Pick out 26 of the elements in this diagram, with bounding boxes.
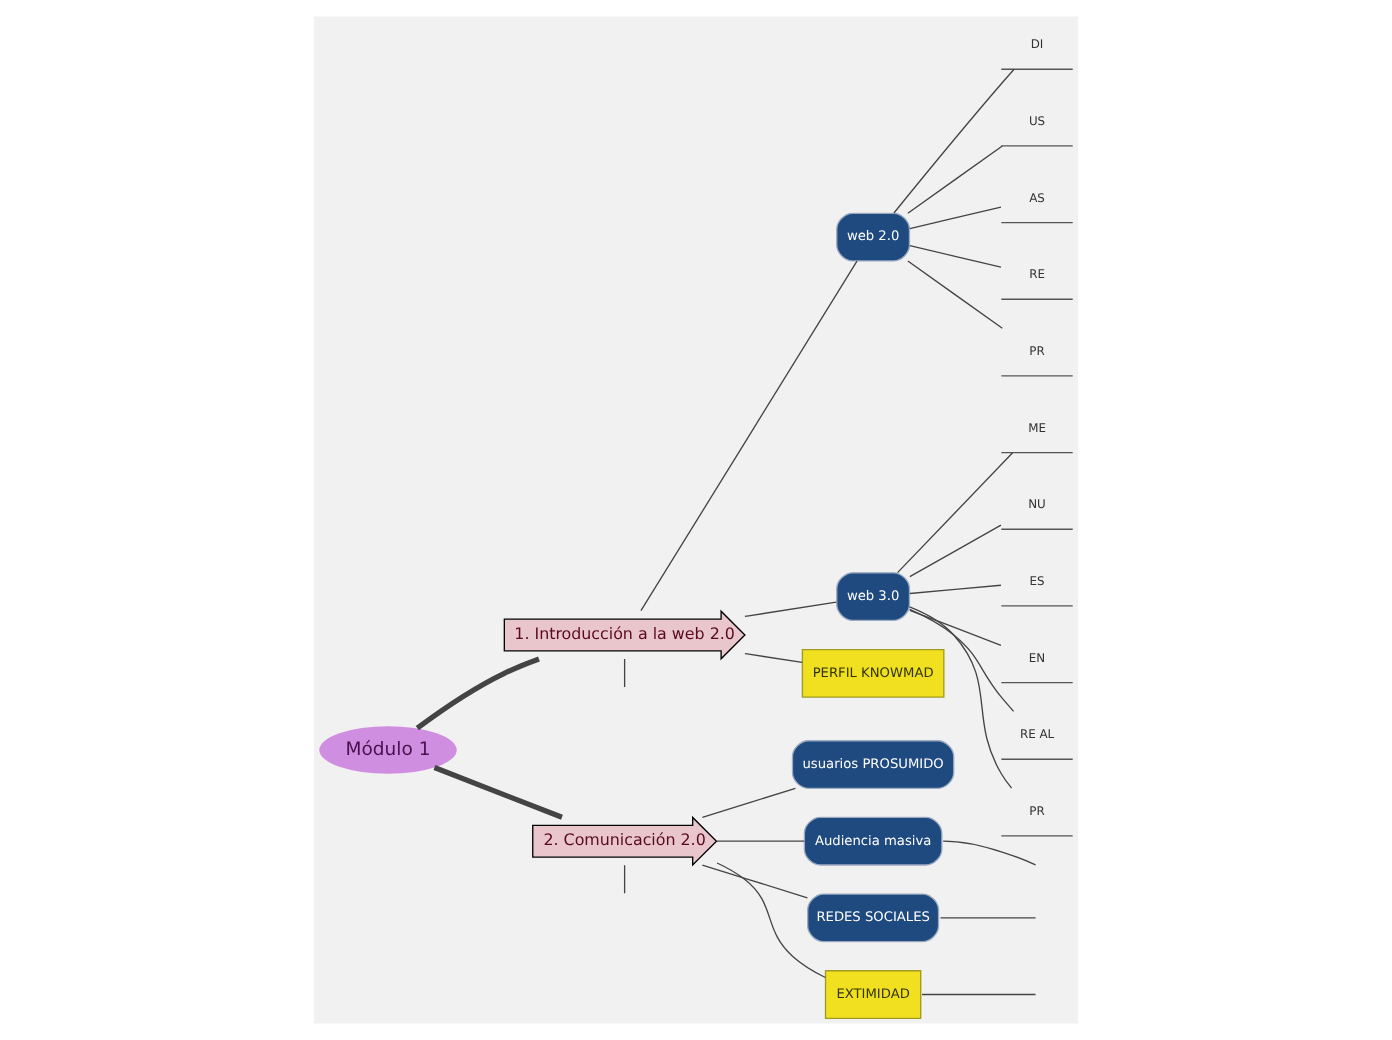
connector xyxy=(909,584,1002,595)
node-ellipse: Módulo 1 xyxy=(319,726,457,774)
connector xyxy=(907,260,1003,329)
connector xyxy=(909,524,1002,578)
connector xyxy=(433,765,563,820)
connector xyxy=(716,862,827,979)
connector xyxy=(896,452,1014,574)
connector xyxy=(716,840,806,842)
connector xyxy=(744,601,837,618)
connector xyxy=(893,68,1015,214)
connector xyxy=(939,917,1037,919)
connector xyxy=(909,608,1015,713)
connector xyxy=(909,244,1002,268)
connector xyxy=(909,609,1002,647)
connector xyxy=(942,840,1037,866)
connector xyxy=(701,864,809,899)
connector xyxy=(907,145,1003,214)
connector xyxy=(415,656,540,731)
connector xyxy=(640,260,858,612)
connector xyxy=(623,864,626,894)
connector xyxy=(623,658,626,688)
connector xyxy=(908,606,1013,789)
connector xyxy=(909,206,1002,230)
connector xyxy=(701,787,797,819)
connector xyxy=(921,993,1037,996)
connector xyxy=(744,652,803,664)
